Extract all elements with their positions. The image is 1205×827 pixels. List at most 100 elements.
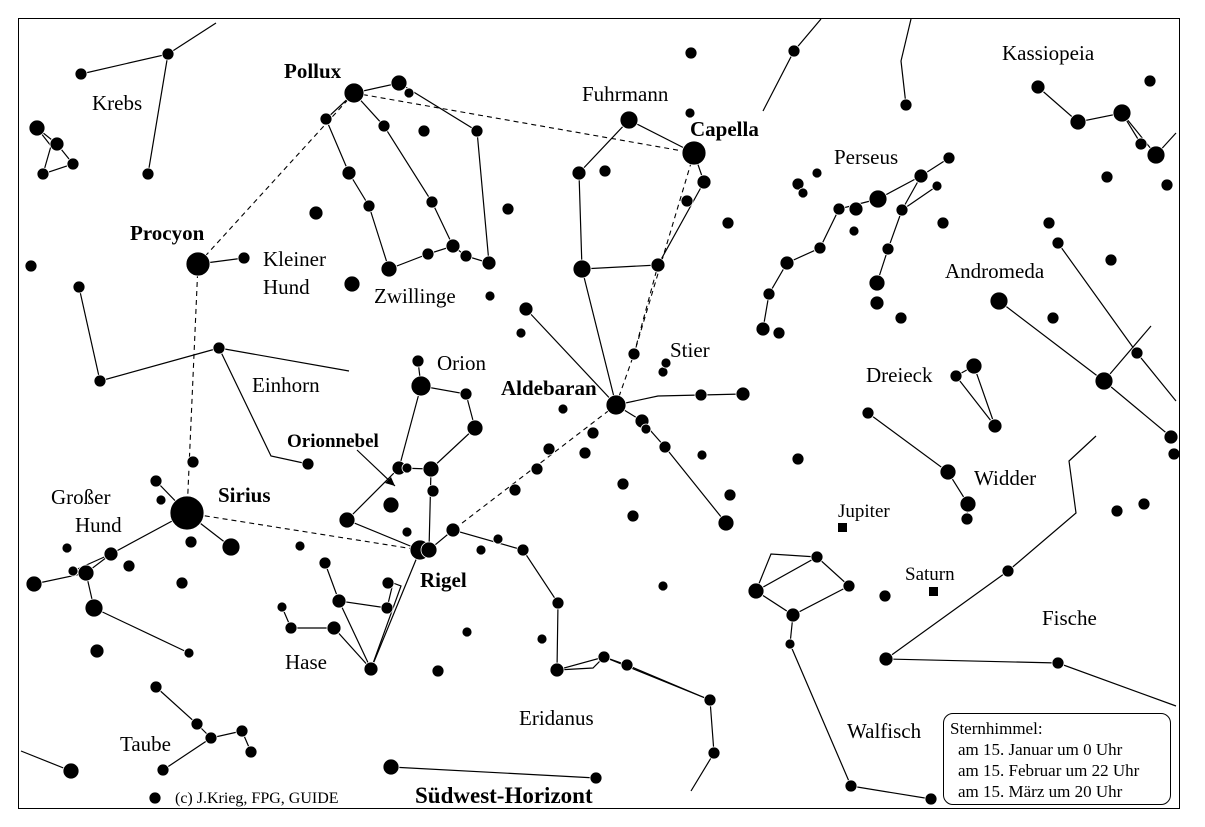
star-76 [516, 543, 530, 557]
label-stier: Stier [670, 338, 710, 362]
label-rigel: Rigel [420, 568, 467, 592]
line-stier-1 [615, 393, 744, 406]
star-73 [401, 526, 413, 538]
star-3 [605, 394, 627, 416]
orionnebel-arrowhead [385, 477, 395, 486]
line-grosser-hund-0 [33, 512, 188, 585]
line-walfisch-bottom-0 [850, 785, 932, 800]
star-30 [36, 167, 50, 181]
star-28 [49, 136, 65, 152]
star-2 [185, 251, 211, 277]
star-130 [784, 638, 796, 650]
line-kassiopeia-0 [1037, 86, 1177, 156]
star-81 [318, 556, 332, 570]
star-143 [772, 326, 786, 340]
star-135 [931, 180, 943, 192]
star-118 [620, 658, 634, 672]
label-capella: Capella [690, 117, 759, 141]
label-widder: Widder [974, 466, 1037, 490]
star-51 [640, 423, 652, 435]
star-0 [343, 82, 365, 104]
star-46 [657, 366, 669, 378]
label-krebs: Krebs [92, 91, 143, 115]
star-71 [382, 496, 400, 514]
star-174 [949, 369, 963, 383]
star-74 [420, 541, 438, 559]
star-133 [942, 151, 956, 165]
star-19 [459, 249, 473, 263]
star-186 [878, 589, 892, 603]
star-88 [294, 540, 306, 552]
star-153 [848, 225, 860, 237]
star-50 [735, 386, 751, 402]
star-161 [1160, 178, 1174, 192]
line-andromeda-0 [998, 300, 1177, 442]
line-taube-2 [20, 750, 72, 772]
line-zwillinge-1 [353, 82, 490, 264]
star-15 [308, 205, 324, 221]
star-140 [779, 255, 795, 271]
label-saturn: Saturn [905, 564, 955, 585]
star-9 [377, 119, 391, 133]
star-43 [518, 301, 534, 317]
star-31 [24, 259, 38, 273]
line-hase-1 [338, 600, 372, 670]
star-103 [84, 598, 104, 618]
line-einhorn-2 [218, 347, 309, 465]
star-61 [542, 442, 556, 456]
star-185 [1051, 656, 1065, 670]
star-58 [578, 446, 592, 460]
star-86 [284, 621, 298, 635]
line-capella-line-0 [762, 19, 822, 112]
star-82 [331, 593, 347, 609]
star-111 [235, 724, 249, 738]
line-krebs-1 [167, 22, 217, 55]
star-163 [684, 46, 698, 60]
label-andromeda: Andromeda [945, 259, 1045, 283]
star-179 [959, 495, 977, 513]
star-17 [421, 247, 435, 261]
asterism-line-3 [186, 512, 421, 551]
star-99 [77, 564, 95, 582]
star-155 [1069, 113, 1087, 131]
star-147 [869, 295, 885, 311]
star-121 [382, 758, 400, 776]
label-pollux: Pollux [284, 59, 342, 83]
star-91 [93, 374, 107, 388]
label-jupiter: Jupiter [838, 501, 890, 522]
star-40 [680, 194, 694, 208]
star-187 [791, 452, 805, 466]
star-16 [380, 260, 398, 278]
line-taube-1 [162, 737, 212, 771]
star-33 [72, 280, 86, 294]
star-131 [844, 779, 858, 793]
star-1 [681, 140, 707, 166]
star-117 [597, 650, 611, 664]
star-126 [747, 582, 765, 600]
line-perseus-2 [901, 185, 938, 211]
star-127 [810, 550, 824, 564]
star-168 [1130, 346, 1144, 360]
star-177 [861, 406, 875, 420]
sky-chart [20, 19, 1179, 806]
label-sirius: Sirius [218, 483, 271, 507]
star-149 [936, 216, 950, 230]
star-49 [694, 388, 708, 402]
asterism-line-2 [186, 263, 199, 514]
star-165 [989, 291, 1009, 311]
star-113 [156, 763, 170, 777]
star-18 [445, 238, 461, 254]
label-taube: Taube [120, 732, 172, 756]
star-35 [571, 165, 587, 181]
line-stier-2 [525, 308, 617, 406]
line-orion-1 [398, 385, 422, 469]
star-146 [868, 274, 886, 292]
star-39 [696, 174, 712, 190]
star-36 [598, 164, 612, 178]
star-63 [508, 483, 522, 497]
info-line-january: am 15. Januar um 0 Uhr [958, 740, 1123, 759]
star-94 [149, 474, 163, 488]
info-line-march: am 15. März um 20 Uhr [958, 782, 1123, 801]
star-129 [785, 607, 801, 623]
star-112 [244, 745, 258, 759]
